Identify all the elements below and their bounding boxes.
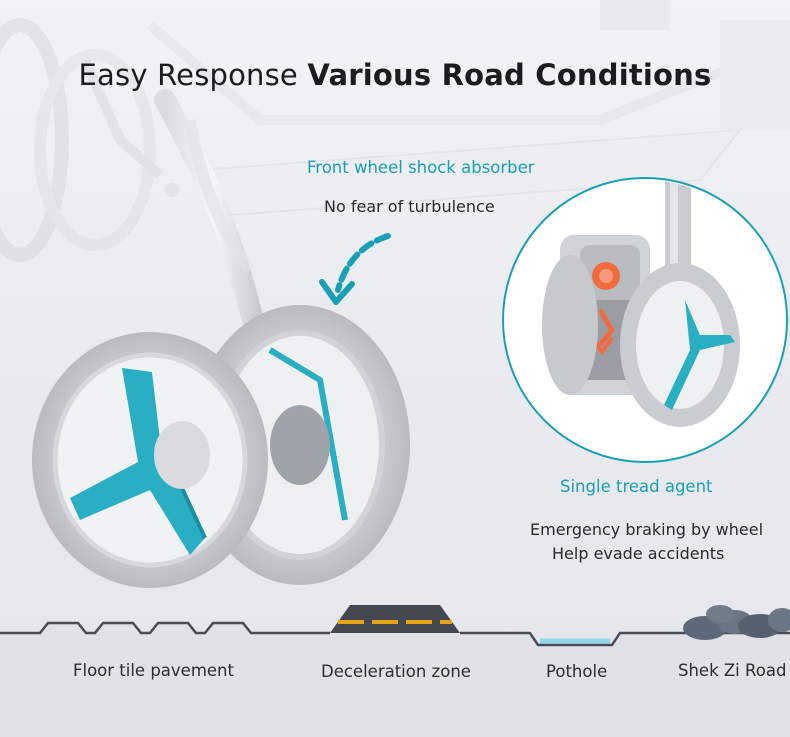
road-label-pothole: Pothole — [546, 662, 608, 681]
front-shock-heading: Front wheel shock absorber — [307, 158, 535, 177]
frame-faded — [146, 0, 790, 217]
title-part1: Easy Response — [78, 58, 298, 92]
tread-line1: Emergency braking by wheel — [530, 520, 764, 539]
front-shock-caption: No fear of turbulence — [324, 197, 495, 216]
rocks — [683, 605, 790, 640]
shock-absorber-detail — [502, 177, 788, 463]
front-wheel — [32, 332, 268, 588]
tread-line2: Help evade accidents — [552, 544, 725, 563]
road-label-deceleration: Deceleration zone — [321, 662, 471, 681]
road-label-floor-tile: Floor tile pavement — [73, 661, 234, 680]
rear-wheel-faded — [0, 18, 164, 262]
road-label-shek-zi: Shek Zi Road — [678, 661, 787, 680]
speed-bump — [330, 605, 460, 633]
tread-heading: Single tread agent — [560, 477, 713, 496]
page-title: Easy Response Various Road Conditions — [0, 58, 790, 92]
title-part2: Various Road Conditions — [307, 58, 712, 92]
road-profile — [0, 605, 790, 737]
curved-arrow-icon — [319, 233, 391, 305]
